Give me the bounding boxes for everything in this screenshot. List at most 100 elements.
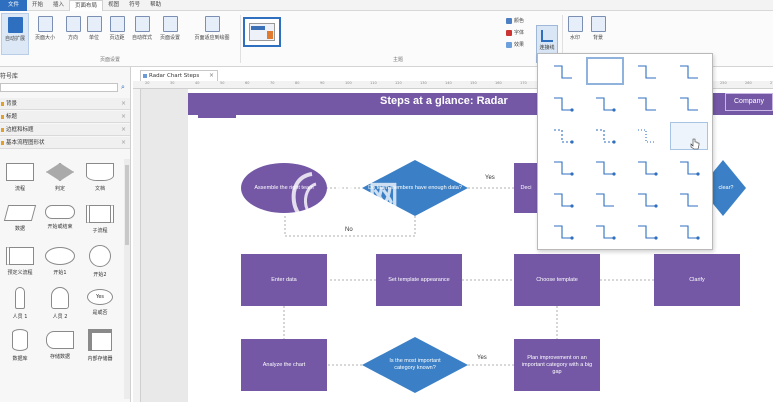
- close-icon[interactable]: ×: [120, 139, 126, 146]
- connector-style-elbow-3[interactable]: [638, 65, 656, 79]
- auto-expand-button[interactable]: 自动扩展: [1, 13, 29, 55]
- library-row-basic-flowchart[interactable]: 基本流程图形状×: [0, 137, 130, 149]
- connector-style-dashed[interactable]: [554, 129, 572, 143]
- shape-predefined-process[interactable]: 预定义流程: [0, 243, 40, 285]
- connector-style-elbow-15[interactable]: [638, 193, 656, 207]
- connector-style-elbow-9[interactable]: [554, 161, 572, 175]
- menu-symbol[interactable]: 符号: [129, 1, 141, 8]
- node-enter-data[interactable]: Enter data: [241, 254, 327, 306]
- connector-style-elbow[interactable]: [554, 65, 572, 79]
- menu-home[interactable]: 开始: [32, 1, 44, 8]
- close-icon[interactable]: ×: [120, 113, 126, 120]
- library-scrollbar[interactable]: [124, 159, 130, 399]
- page-size-button[interactable]: 页面大小: [31, 13, 59, 55]
- connector-style-hovered[interactable]: [670, 122, 708, 150]
- document-icon: [143, 74, 147, 78]
- fit-to-drawing-icon: [204, 16, 220, 32]
- node-decide[interactable]: Deci: [514, 163, 538, 213]
- unit-button[interactable]: 单位: [80, 13, 108, 55]
- connector-style-elbow-16[interactable]: [680, 193, 698, 207]
- endpoint-dot: [654, 172, 658, 176]
- node-choose-template[interactable]: Choose template: [514, 254, 600, 306]
- font-icon: [506, 29, 512, 36]
- shape-person1[interactable]: 人员 1: [0, 285, 40, 327]
- menu-insert[interactable]: 插入: [53, 1, 65, 8]
- predefined-process-shape-icon: [6, 247, 34, 265]
- shape-start1[interactable]: 开始1: [40, 243, 80, 285]
- search-icon[interactable]: ⌕: [121, 83, 125, 91]
- connector-style-elbow-17[interactable]: [554, 225, 572, 239]
- library-search-input[interactable]: [0, 83, 118, 92]
- node-analyze-chart[interactable]: Analyze the chart: [241, 339, 327, 391]
- ruler-tick-label: 140: [445, 81, 452, 85]
- watermark-button[interactable]: 水印: [565, 13, 585, 55]
- shape-decision[interactable]: 判定: [40, 159, 80, 201]
- ruler-tick-label: 40: [195, 81, 200, 85]
- shape-process[interactable]: 流程: [0, 159, 40, 201]
- page-setup-button[interactable]: 页面设置: [156, 13, 184, 55]
- close-icon[interactable]: ×: [120, 126, 126, 133]
- node-clarify[interactable]: Clarify: [654, 254, 740, 306]
- fit-to-drawing-button[interactable]: 页面适应到绘图: [186, 13, 238, 55]
- shape-stored-data[interactable]: 存储数据: [40, 327, 80, 369]
- background-button[interactable]: 背景: [588, 13, 608, 55]
- shape-data[interactable]: 数据: [0, 201, 40, 243]
- company-label[interactable]: Company: [725, 93, 773, 111]
- shape-database[interactable]: 数据库: [0, 327, 40, 369]
- connector-style-elbow-19[interactable]: [638, 225, 656, 239]
- connector-style-elbow-14[interactable]: [596, 193, 614, 207]
- shape-terminator[interactable]: 开始或结束: [40, 201, 80, 243]
- library-row-label: 背景: [6, 101, 18, 107]
- auto-style-button[interactable]: 自动样式: [128, 13, 156, 55]
- node-set-template-appearance[interactable]: Set template appearance: [376, 254, 462, 306]
- connector-style-elbow-13[interactable]: [554, 193, 572, 207]
- orientation-button[interactable]: 方向: [59, 13, 87, 55]
- shape-start2[interactable]: 开始2: [80, 243, 120, 285]
- shape-label: 开始或结束: [47, 224, 73, 230]
- menu-view[interactable]: 视图: [108, 1, 120, 8]
- connector-style-elbow-10[interactable]: [596, 161, 614, 175]
- person2-shape-icon: [51, 287, 69, 309]
- connector-style-elbow-7[interactable]: [638, 97, 656, 111]
- connector-style-elbow-20[interactable]: [680, 225, 698, 239]
- menu-page-layout[interactable]: 页面布局: [69, 0, 104, 11]
- group-label-theme: 主题: [393, 57, 404, 63]
- connector-style-elbow-4[interactable]: [680, 65, 698, 79]
- connector-style-dashed-2[interactable]: [596, 129, 614, 143]
- font-option[interactable]: 字体: [506, 29, 524, 36]
- library-row-background[interactable]: 背景 ×: [0, 98, 130, 110]
- endpoint-dot: [570, 140, 574, 144]
- connector-style-elbow-8[interactable]: [680, 97, 698, 111]
- shape-person2[interactable]: 人员 2: [40, 285, 80, 327]
- connector-style-selected[interactable]: [586, 57, 624, 85]
- menu-file[interactable]: 文件: [0, 0, 28, 11]
- library-row-border-title[interactable]: 边框和标题×: [0, 124, 130, 136]
- document-tab[interactable]: Radar Chart Steps ×: [140, 70, 218, 81]
- connector-style-elbow-12[interactable]: [680, 161, 698, 175]
- database-shape-icon: [12, 329, 28, 351]
- connector-style-elbow-18[interactable]: [596, 225, 614, 239]
- diagram-title[interactable]: Steps at a glance: Radar: [380, 95, 508, 107]
- connector-style-elbow-5[interactable]: [554, 97, 572, 111]
- theme-thumbnail[interactable]: [243, 17, 281, 47]
- close-icon[interactable]: ×: [120, 100, 126, 107]
- connector-style-elbow-6[interactable]: [596, 97, 614, 111]
- margin-button[interactable]: 页边距: [103, 13, 131, 55]
- library-scrollbar-thumb[interactable]: [125, 165, 129, 245]
- library-row-title[interactable]: 标题×: [0, 111, 130, 123]
- endpoint-dot: [654, 204, 658, 208]
- close-icon[interactable]: ×: [208, 72, 214, 79]
- color-option[interactable]: 颜色: [506, 17, 524, 24]
- page-size-icon: [37, 16, 53, 32]
- menu-help[interactable]: 帮助: [150, 1, 162, 8]
- connector-style-elbow-11[interactable]: [638, 161, 656, 175]
- shape-subprocess[interactable]: 子流程: [80, 201, 120, 243]
- node-plan-improvement[interactable]: Plan improvement on an important categor…: [514, 339, 600, 391]
- shape-internal-storage[interactable]: 内部存储器: [80, 327, 120, 369]
- effect-option[interactable]: 效果: [506, 41, 524, 48]
- shape-document[interactable]: 文档: [80, 159, 120, 201]
- connector-style-dotted[interactable]: [638, 129, 656, 143]
- watermark-overlay: X 网 system.com: [286, 170, 461, 230]
- node-assemble-team[interactable]: Assemble the right team: [241, 163, 327, 213]
